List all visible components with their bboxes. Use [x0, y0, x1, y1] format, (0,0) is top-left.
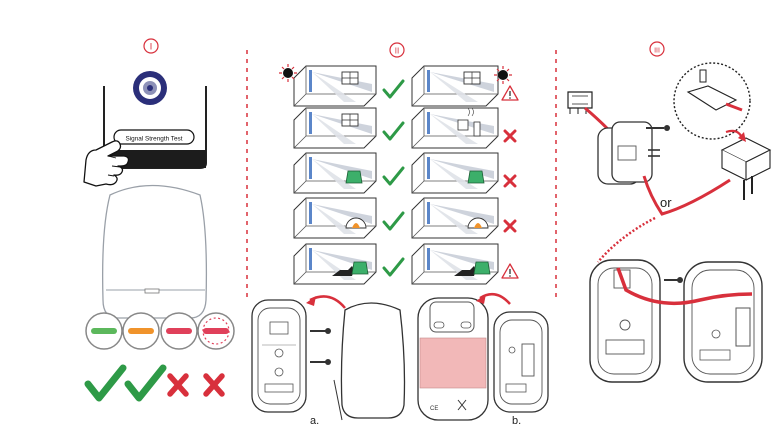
lens-window [419, 337, 487, 389]
panel-number-two: II [389, 42, 405, 58]
label-a: a. [310, 415, 319, 427]
screws [310, 328, 331, 365]
result-left-3-check-icon [382, 166, 405, 186]
result-right-5-warning-icon [501, 263, 519, 279]
svg-text:I: I [150, 42, 153, 52]
corner-bracket [720, 137, 772, 200]
room-right-pet-on-furniture [411, 243, 499, 285]
cross-icon-red-1 [167, 373, 189, 397]
result-left-1-check-icon [382, 79, 405, 99]
magnifier-detail [673, 62, 751, 140]
result-left-5-check-icon [382, 257, 405, 277]
cross-icon-red-2 [203, 373, 225, 397]
lens-icon [133, 71, 167, 105]
cable-red-bottom [616, 267, 753, 306]
svg-text:CE: CE [430, 406, 438, 412]
detector-base-board [493, 311, 549, 413]
detector-base-open [251, 299, 307, 413]
led-indicator-red [160, 312, 198, 350]
room-right-sun-facing-detector [411, 65, 499, 107]
svg-text:III: III [654, 48, 660, 55]
svg-text:II: II [395, 47, 399, 56]
room-right-heater-near [411, 107, 499, 149]
room-right-fireplace-near [411, 197, 499, 239]
led-indicator-orange [122, 312, 160, 350]
placement-examples [293, 65, 519, 285]
label-or: or [660, 195, 672, 210]
check-icon-green-2 [124, 364, 167, 402]
detector-cover-back: CE [417, 297, 489, 421]
room-left-chair-in-view [293, 152, 377, 194]
detector-body [101, 184, 208, 319]
result-right-1-warning-icon [501, 85, 519, 101]
result-right-2-cross-icon [503, 129, 517, 143]
led-indicator-red-blinking [197, 312, 235, 350]
panel-number-three: III [649, 41, 665, 57]
cable-dotted [597, 216, 656, 263]
sun-icon-left [279, 64, 297, 82]
room-left-sun-in-window [293, 65, 377, 107]
screw-bottom [664, 277, 683, 283]
room-left-window-behind [293, 107, 377, 149]
check-icon-green-1 [84, 364, 127, 402]
panel-number-one: I [143, 38, 159, 54]
detector-base-right [683, 261, 763, 383]
signal-strength-test-button[interactable]: Signal Strength Test [113, 129, 195, 145]
result-right-4-cross-icon [503, 219, 517, 233]
detector-base-left [589, 259, 661, 383]
arrow-head-b [476, 294, 486, 304]
room-right-chair-close [411, 152, 499, 194]
result-right-3-cross-icon [503, 174, 517, 188]
room-left-fireplace-far [293, 197, 377, 239]
detector-cover-white [333, 302, 406, 421]
label-b: b. [512, 415, 521, 427]
arrow-head-a [306, 296, 316, 306]
led-indicator-green [85, 312, 123, 350]
sun-icon-right [494, 66, 512, 84]
screws-panel-three [646, 125, 670, 157]
svg-text:Signal Strength Test: Signal Strength Test [125, 136, 182, 143]
result-left-2-check-icon [382, 121, 405, 141]
mounting-bracket [567, 91, 593, 114]
result-left-4-check-icon [382, 211, 405, 231]
room-left-pet-in-room [293, 243, 377, 285]
detector-side-view [597, 121, 653, 185]
cable-red-middle [642, 175, 731, 216]
arrow-head-bracket [738, 132, 746, 142]
hand-icon [83, 140, 130, 187]
